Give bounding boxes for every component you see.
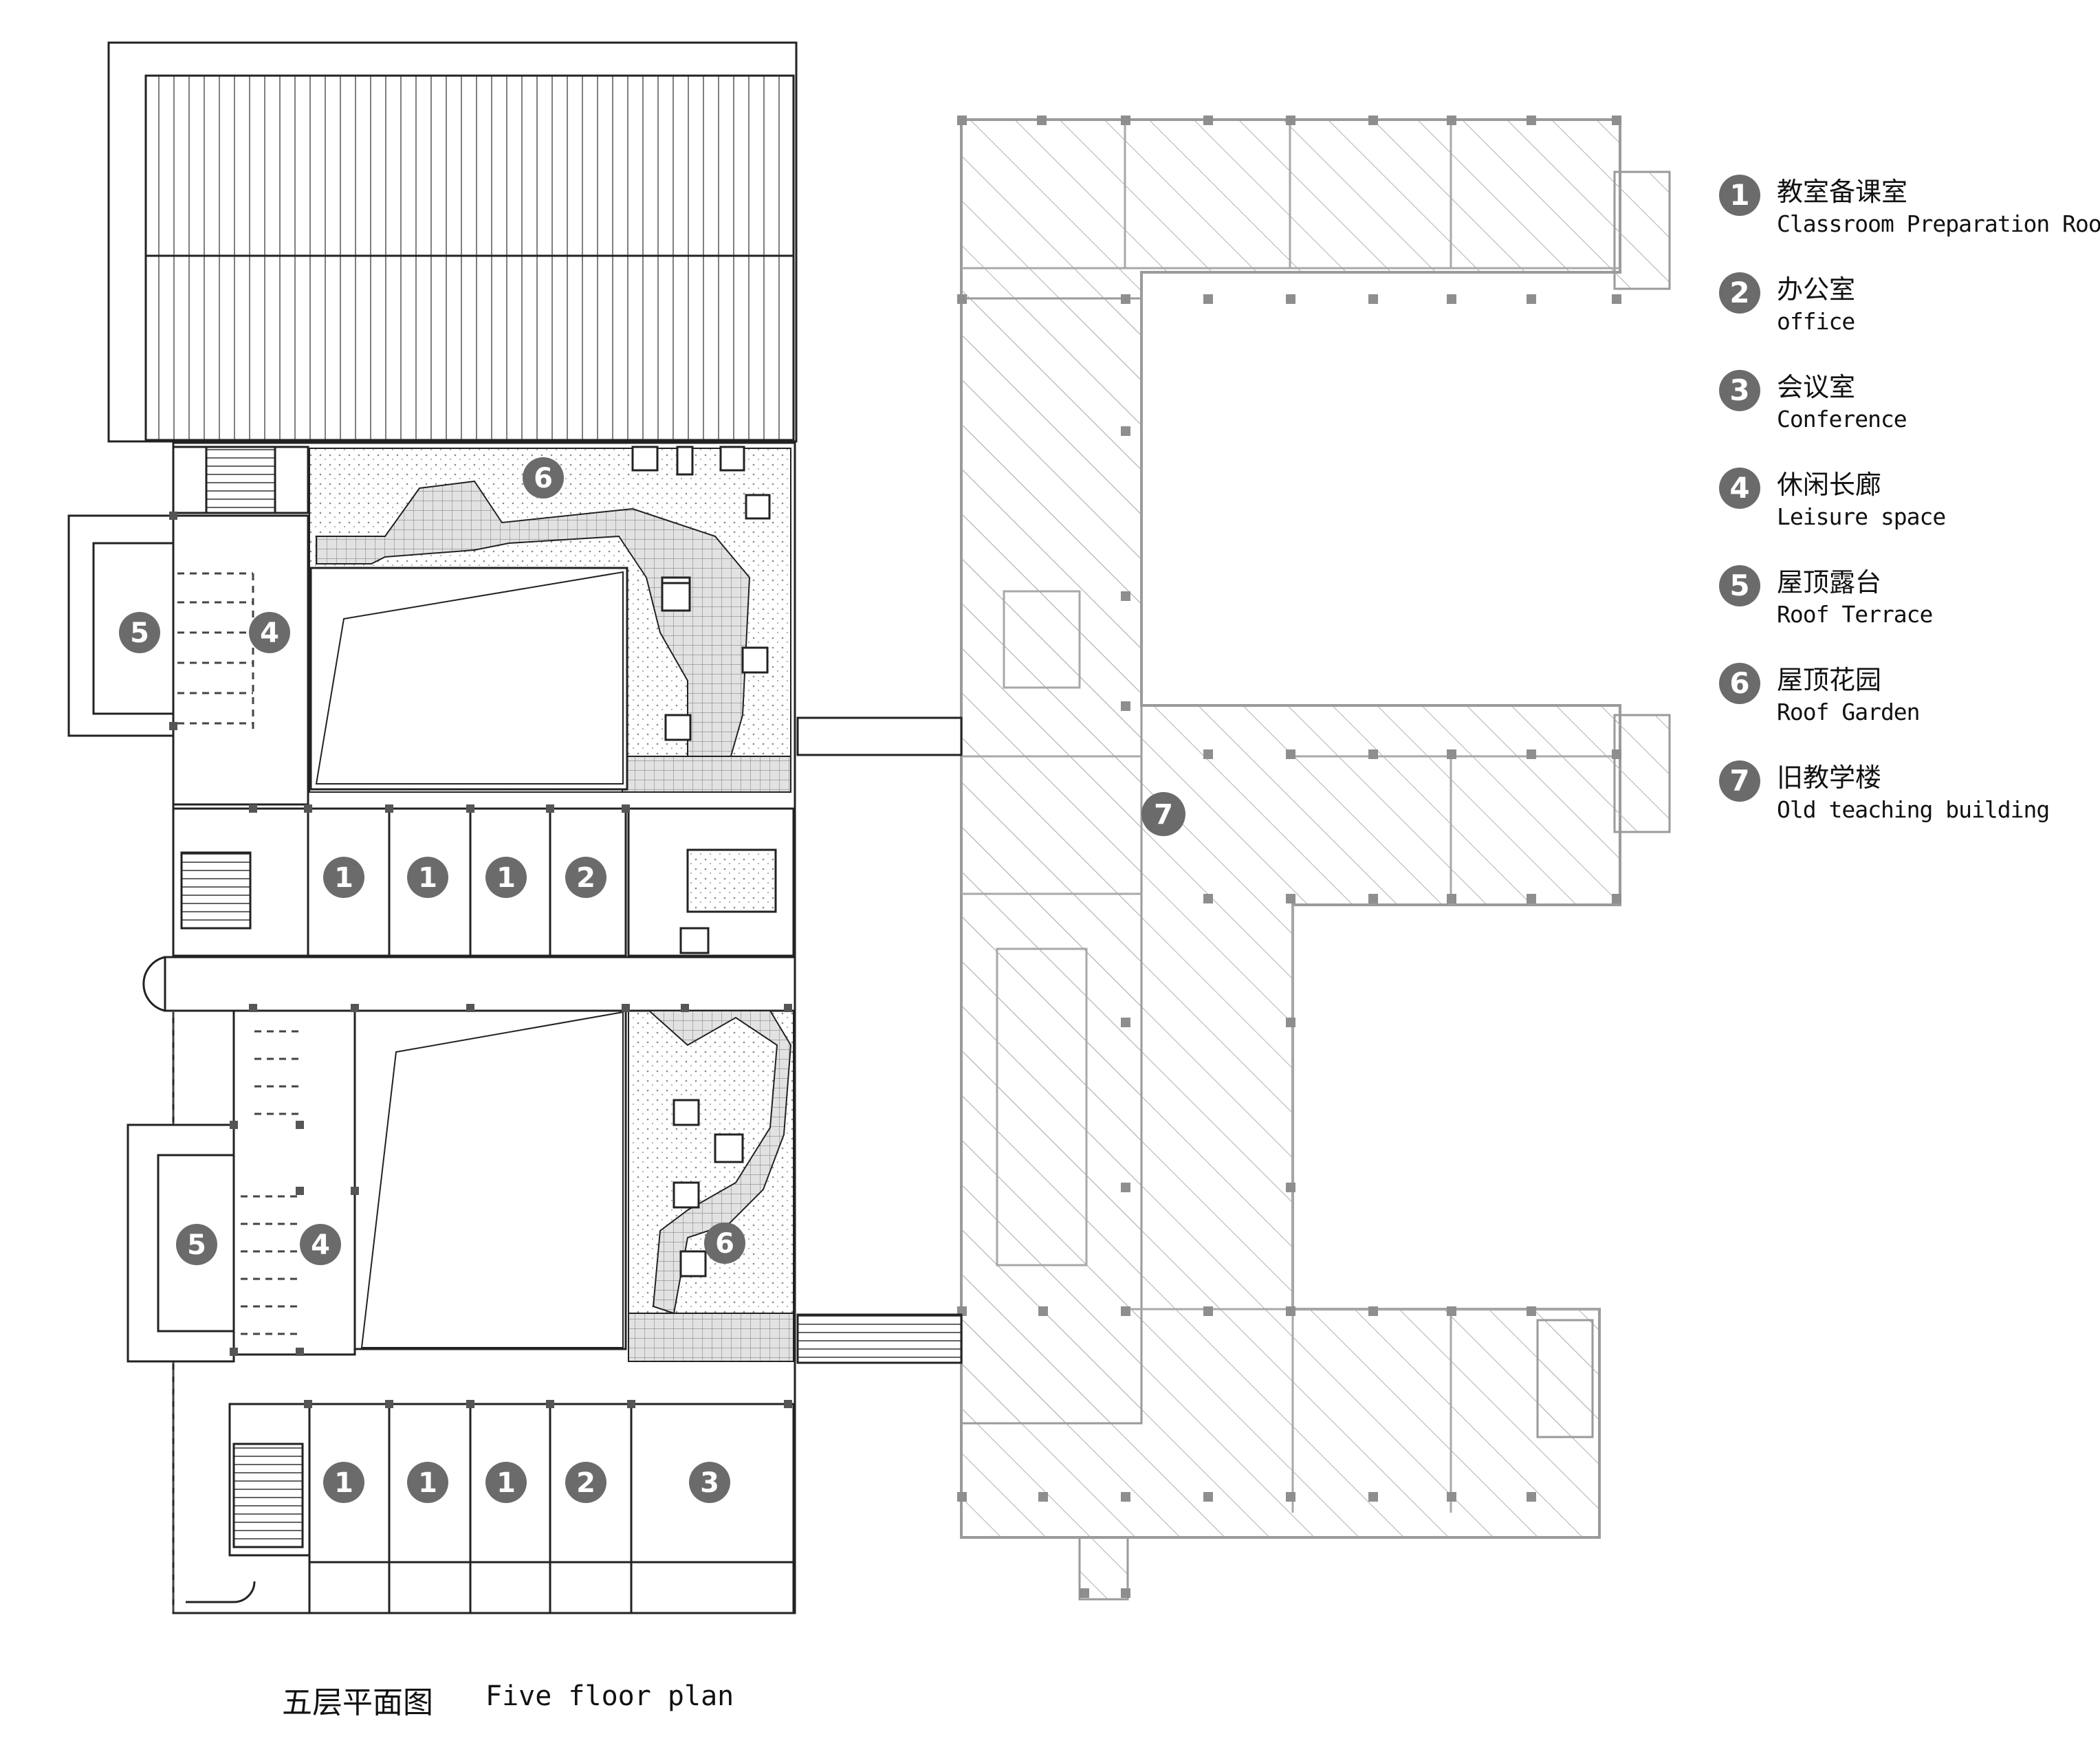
legend-label-en: office (1777, 308, 1855, 335)
legend-label-en: Old teaching building (1777, 796, 2050, 823)
marker-old-building: 7 (1141, 792, 1185, 836)
marker-classroom-lower-1: 1 (323, 1462, 364, 1503)
legend-number-badge: 2 (1719, 272, 1760, 314)
legend-number-badge: 6 (1719, 663, 1760, 704)
marker-roof-terrace-upper: 5 (119, 612, 160, 653)
legend-label-en: Conference (1777, 406, 1907, 432)
old-teaching-building (957, 116, 1671, 1601)
new-building (67, 41, 798, 1614)
marker-office-lower: 2 (565, 1462, 606, 1503)
legend-label-en: Classroom Preparation Room (1777, 210, 2100, 237)
svg-text:1: 1 (496, 1467, 516, 1499)
legend-label-cn: 教室备课室 (1777, 177, 1908, 207)
legend-label-en: Leisure space (1777, 503, 1946, 530)
svg-text:1: 1 (418, 1467, 437, 1499)
svg-text:4: 4 (311, 1229, 330, 1261)
svg-text:6: 6 (534, 463, 553, 494)
svg-text:5: 5 (130, 617, 149, 649)
legend-label-cn: 办公室 (1777, 274, 1856, 305)
marker-classroom-lower-2: 1 (407, 1462, 448, 1503)
legend-number-badge: 4 (1719, 468, 1760, 509)
svg-text:3: 3 (700, 1467, 719, 1499)
marker-office-upper: 2 (565, 857, 606, 898)
legend-label-en: Roof Garden (1777, 699, 1921, 725)
legend-item: 6 屋顶花园 Roof Garden (1712, 653, 2097, 751)
marker-roof-terrace-lower: 5 (176, 1224, 217, 1265)
svg-text:7: 7 (1154, 799, 1173, 831)
legend-item: 1 教室备课室 Classroom Preparation Room (1712, 165, 2100, 263)
svg-text:1: 1 (496, 862, 516, 894)
plan-markers: 6 5 4 1 1 1 2 7 (119, 457, 1185, 1503)
svg-text:1: 1 (418, 862, 437, 894)
marker-classroom-lower-3: 1 (485, 1462, 527, 1503)
svg-text:1: 1 (334, 862, 353, 894)
legend-item: 2 办公室 office (1712, 263, 2097, 360)
legend-item: 5 屋顶露台 Roof Terrace (1712, 556, 2097, 653)
marker-roof-garden-upper: 6 (523, 457, 564, 498)
legend-item: 7 旧教学楼 Old teaching building (1712, 751, 2097, 848)
marker-roof-garden-lower: 6 (704, 1223, 745, 1264)
legend-number-badge: 1 (1719, 175, 1760, 216)
marker-classroom-upper-2: 1 (407, 857, 448, 898)
legend-label-cn: 屋顶花园 (1777, 665, 1882, 695)
plan-caption-en: Five floor plan (485, 1680, 734, 1712)
legend-label-cn: 会议室 (1777, 372, 1856, 402)
marker-conference: 3 (689, 1462, 730, 1503)
legend-label-en: Roof Terrace (1777, 601, 1933, 628)
legend-item: 3 会议室 Conference (1712, 360, 2097, 458)
legend-label-cn: 休闲长廊 (1777, 470, 1882, 500)
legend-label-cn: 旧教学楼 (1777, 763, 1882, 793)
legend-label-cn: 屋顶露台 (1777, 567, 1882, 598)
connecting-bridges (796, 716, 963, 1364)
svg-text:5: 5 (187, 1229, 206, 1261)
plan-caption-cn: 五层平面图 (282, 1685, 433, 1720)
legend-number-badge: 7 (1719, 760, 1760, 802)
marker-leisure-upper: 4 (249, 612, 290, 653)
svg-text:4: 4 (260, 617, 279, 649)
svg-text:2: 2 (576, 862, 595, 894)
legend-item: 4 休闲长廊 Leisure space (1712, 458, 2097, 556)
marker-classroom-upper-1: 1 (323, 857, 364, 898)
marker-classroom-upper-3: 1 (485, 857, 527, 898)
new-building-columns (169, 512, 792, 1408)
svg-text:2: 2 (576, 1467, 595, 1499)
legend: 1 教室备课室 Classroom Preparation Room 2 办公室… (1712, 165, 2100, 848)
legend-number-badge: 3 (1719, 370, 1760, 411)
legend-number-badge: 5 (1719, 565, 1760, 606)
svg-text:6: 6 (715, 1228, 734, 1260)
svg-text:1: 1 (334, 1467, 353, 1499)
marker-leisure-lower: 4 (300, 1224, 341, 1265)
